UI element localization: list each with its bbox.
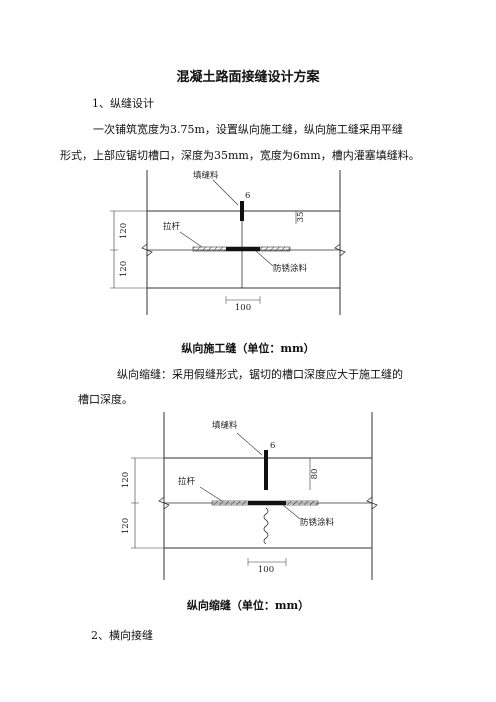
contraction-joint-diagram: 填缝料 6 80 拉杆 防锈涂料 120 120 100 <box>121 412 378 580</box>
filler-label: 填缝料 <box>193 170 219 181</box>
anti-rust-leader <box>282 504 301 520</box>
tie-bar-label: 拉杆 <box>178 476 196 487</box>
paragraph-line: 槽口深度。 <box>78 393 133 406</box>
depth-label: 35 <box>296 212 306 223</box>
break-mark-right <box>334 243 346 257</box>
filler-label: 填缝料 <box>212 420 238 431</box>
anti-rust-coating <box>226 247 260 251</box>
upper-thickness-label: 120 <box>121 472 131 488</box>
tie-bar-leader <box>179 231 203 248</box>
upper-thickness-label: 120 <box>119 223 129 239</box>
document-title: 混凝土路面接缝设计方案 <box>176 70 320 85</box>
coating-length-label: 100 <box>258 565 274 575</box>
width-label: 6 <box>270 441 275 451</box>
section-heading-transverse: 2、横向接缝 <box>91 629 153 642</box>
break-mark-right <box>366 496 378 510</box>
crack-line <box>263 507 269 545</box>
width-label: 6 <box>245 191 250 201</box>
anti-rust-leader <box>255 250 274 267</box>
filler-leader <box>212 179 239 206</box>
figure-caption: 纵向缩缝（单位：mm） <box>186 599 310 612</box>
paragraph-line: 形式，上部应锯切槽口，深度为35mm，宽度为6mm，槽内灌塞填缝料。 <box>60 149 420 162</box>
lower-thickness-label: 120 <box>121 518 131 534</box>
coating-length-label: 100 <box>235 303 251 313</box>
break-mark-left <box>158 496 170 510</box>
figure-caption: 纵向施工缝（单位：mm） <box>181 342 315 355</box>
anti-rust-coating <box>248 501 286 505</box>
filler-groove <box>240 201 244 221</box>
construction-joint-diagram: 填缝料 6 35 拉杆 防锈涂料 120 120 100 <box>110 170 346 315</box>
anti-rust-label: 防锈涂料 <box>273 263 308 274</box>
tie-bar-leader <box>199 486 223 502</box>
lower-thickness-label: 120 <box>119 261 129 277</box>
paragraph-line: 纵向缩缝：采用假缝形式，锯切的槽口深度应大于施工缝的 <box>117 368 403 381</box>
anti-rust-label: 防锈涂料 <box>300 517 335 528</box>
filler-leader <box>236 432 263 456</box>
sawn-groove <box>264 450 268 490</box>
tie-bar-label: 拉杆 <box>163 221 181 232</box>
break-mark-left <box>141 243 153 257</box>
depth-label: 80 <box>310 469 320 480</box>
paragraph-line: 一次铺筑宽度为3.75m，设置纵向施工缝，纵向施工缝采用平缝 <box>93 123 403 136</box>
section-heading-longitudinal: 1、纵缝设计 <box>92 97 154 110</box>
